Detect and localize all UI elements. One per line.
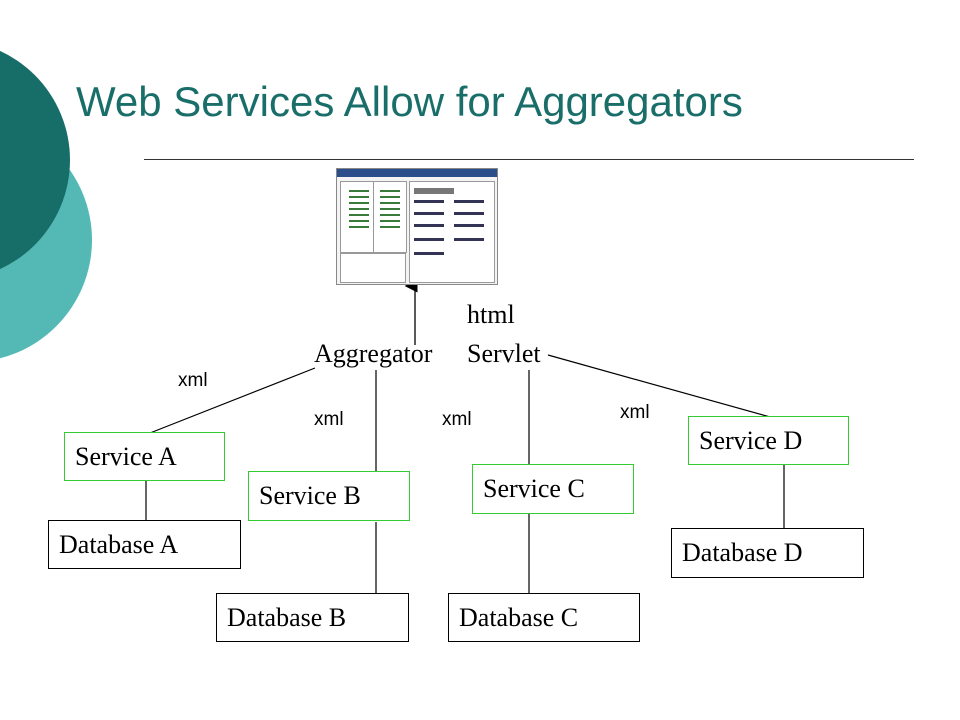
slide-title: Web Services Allow for Aggregators <box>76 78 743 125</box>
database-a-box: Database A <box>48 520 241 569</box>
database-b-box: Database B <box>216 593 409 642</box>
xml-label-a: xml <box>178 370 208 391</box>
xml-label-d: xml <box>620 402 650 423</box>
line-servlet-service-d <box>547 354 771 418</box>
xml-label-c: xml <box>442 409 472 430</box>
aggregator-label: Aggregator <box>314 339 433 368</box>
database-d-box: Database D <box>671 528 864 578</box>
html-label: html <box>467 300 515 329</box>
decorative-circles <box>0 50 92 359</box>
service-d-box: Service D <box>688 416 849 465</box>
xml-label-b: xml <box>314 409 344 430</box>
title-divider <box>144 159 914 160</box>
dark-teal-circle <box>0 50 70 270</box>
service-c-box: Service C <box>472 464 634 514</box>
line-servlet-service-a <box>149 367 316 434</box>
database-c-box: Database C <box>448 593 640 642</box>
web-page-screenshot-icon <box>336 168 498 285</box>
servlet-label: Servlet <box>467 339 541 368</box>
service-b-box: Service B <box>248 471 410 521</box>
service-a-box: Service A <box>64 432 225 481</box>
